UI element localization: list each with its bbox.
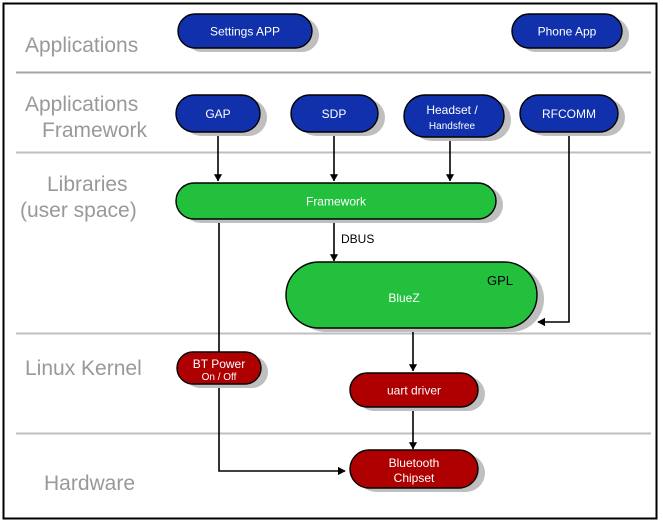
- node-rfcomm[interactable]: RFCOMM: [519, 94, 625, 136]
- node-phone-app[interactable]: Phone App: [511, 13, 629, 52]
- node-bt-power[interactable]: BT Power On / Off: [176, 351, 268, 388]
- node-body: [290, 94, 379, 133]
- node-body: [511, 13, 623, 49]
- node-body: [177, 13, 313, 49]
- node-label: Settings APP: [210, 25, 280, 39]
- node-sdp[interactable]: SDP: [290, 94, 385, 136]
- node-settings-app[interactable]: Settings APP: [177, 13, 319, 52]
- node-label: Framework: [306, 195, 367, 209]
- node-body: [175, 94, 261, 133]
- connector-framework-to-chipset: [218, 219, 346, 476]
- layer-label-hardware: Hardware: [44, 472, 135, 495]
- layer-label-applications: Applications: [25, 34, 138, 57]
- node-sublabel: On / Off: [202, 372, 237, 383]
- node-label: SDP: [322, 107, 347, 121]
- diagram-frame: [2, 2, 658, 520]
- node-gap[interactable]: GAP: [175, 94, 267, 136]
- node-body: [403, 94, 505, 138]
- layer-separators: [16, 71, 651, 435]
- node-bluez[interactable]: GPL BlueZ: [285, 261, 544, 332]
- node-body: [349, 449, 479, 489]
- node-uart-driver[interactable]: uart driver: [349, 372, 485, 411]
- node-body: [349, 372, 479, 408]
- layer-label-group: Applications Applications Framework Libr…: [20, 34, 148, 495]
- connector-rfcomm-to-bluez: [537, 136, 570, 327]
- node-framework[interactable]: Framework: [175, 182, 503, 223]
- node-label: Bluetooth: [389, 456, 440, 470]
- node-label: Phone App: [538, 25, 597, 39]
- connector-label-dbus: DBUS: [341, 232, 374, 246]
- node-label: BT Power: [193, 357, 245, 371]
- layer-label-applications-framework-line1: Applications: [25, 93, 138, 116]
- node-bluetooth-chipset[interactable]: Bluetooth Chipset: [349, 449, 485, 492]
- node-body: [176, 351, 262, 385]
- node-body: [519, 94, 619, 133]
- node-badge-gpl: GPL: [487, 273, 513, 288]
- node-label: RFCOMM: [542, 107, 596, 121]
- layer-label-libraries-line2: (user space): [20, 199, 137, 222]
- node-body: [175, 182, 497, 220]
- layer-label-libraries-line1: Libraries: [47, 173, 128, 196]
- node-label: Headset /: [426, 103, 478, 117]
- node-sublabel: Handsfree: [429, 121, 476, 132]
- node-label: BlueZ: [388, 291, 419, 305]
- node-body: [285, 261, 538, 329]
- node-headset-handsfree[interactable]: Headset / Handsfree: [403, 94, 511, 141]
- layer-label-linux-kernel: Linux Kernel: [25, 357, 142, 380]
- node-sublabel: Chipset: [394, 471, 435, 485]
- layer-label-applications-framework-line2: Framework: [42, 119, 148, 142]
- node-label: uart driver: [387, 384, 441, 398]
- node-label: GAP: [205, 107, 230, 121]
- connector-group: DBUS: [213, 136, 570, 476]
